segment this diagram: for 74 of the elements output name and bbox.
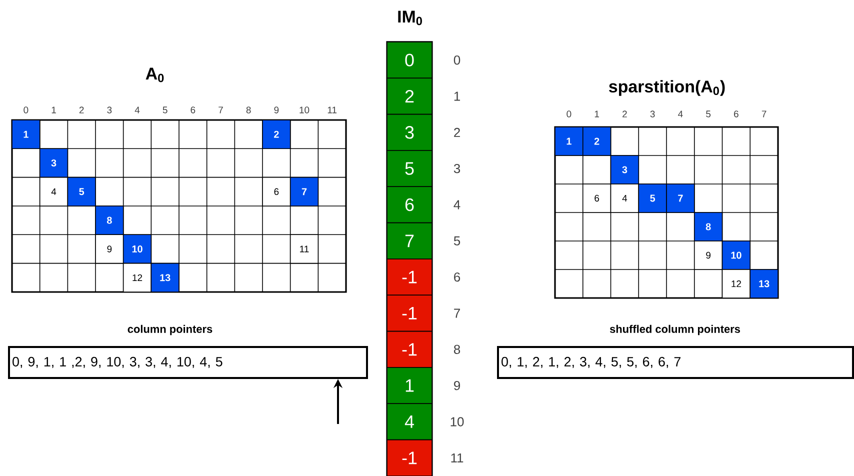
- index-label: 2: [454, 128, 460, 137]
- matrix-cell: 10: [122, 234, 152, 264]
- column-index: 2: [622, 110, 627, 118]
- matrix-cell: 2: [582, 126, 612, 156]
- column-index: 4: [134, 106, 140, 114]
- array-cell: 7: [386, 222, 432, 260]
- index-label: 3: [454, 164, 460, 174]
- index-label: 4: [454, 200, 460, 210]
- index-label: 10: [450, 417, 464, 426]
- matrix-cell: 12: [122, 262, 152, 292]
- section-heading: column pointers: [128, 324, 212, 336]
- matrix-cell: 2: [262, 120, 291, 150]
- column-index: 3: [107, 106, 112, 114]
- array-cell: 3: [386, 114, 432, 151]
- array-cell: 2: [386, 78, 432, 115]
- column-index: 5: [162, 106, 168, 114]
- array-cell: 6: [386, 186, 432, 224]
- matrix-title: sparstition(A$_{0}$): [609, 80, 725, 96]
- index-label: 7: [454, 308, 460, 318]
- index-label: 11: [451, 453, 464, 462]
- matrix-cell: 8: [95, 206, 124, 236]
- matrix-cell: 11: [290, 234, 319, 264]
- index-label: 0: [454, 55, 460, 65]
- column-index: 5: [706, 110, 711, 118]
- array-cell: -1: [386, 330, 432, 368]
- index-label: 5: [454, 236, 460, 246]
- section-heading: shuffled column pointers: [610, 324, 740, 336]
- column-index: 2: [79, 106, 84, 114]
- matrix-cell: 6: [582, 184, 612, 213]
- matrix-cell: 4: [39, 176, 68, 206]
- matrix-cell: 7: [290, 176, 319, 206]
- column-index: 6: [190, 106, 196, 114]
- matrix-cell: 12: [722, 269, 751, 298]
- matrix-cell: 5: [638, 184, 667, 213]
- matrix-cell: 7: [666, 184, 695, 213]
- index-label: 6: [454, 272, 460, 282]
- array-cell: 5: [386, 150, 432, 188]
- matrix-cell: 9: [694, 240, 723, 270]
- index-label: 9: [454, 380, 460, 390]
- matrix-cell: 13: [750, 269, 778, 298]
- array-cell: -1: [386, 439, 432, 476]
- column-index: 11: [328, 106, 337, 114]
- matrix-cell: 8: [694, 212, 723, 242]
- array-cell: 0: [386, 42, 432, 79]
- array-box: 0, 1, 2, 1, 2, 3, 4, 5, 5, 6, 6, 7: [497, 346, 854, 379]
- column-index: 10: [300, 106, 310, 114]
- array-cell: 1: [386, 367, 432, 404]
- array-cell: -1: [386, 294, 432, 332]
- column-index: 7: [762, 110, 766, 118]
- column-index: 0: [566, 110, 572, 118]
- column-index: 4: [678, 110, 683, 118]
- matrix-title: IM$_{0}$: [398, 10, 422, 26]
- index-label: 8: [454, 344, 460, 354]
- array-cell: -1: [386, 258, 432, 296]
- column-index: 8: [246, 106, 251, 114]
- index-label: 1: [454, 92, 460, 101]
- matrix-cell: 13: [150, 262, 180, 292]
- column-index: 7: [218, 106, 223, 114]
- column-index: 1: [52, 106, 56, 114]
- matrix-cell: 6: [262, 176, 291, 206]
- matrix-cell: 1: [554, 126, 584, 156]
- column-index: 6: [734, 110, 738, 118]
- matrix-cell: 3: [39, 148, 68, 178]
- matrix-cell: 3: [610, 155, 640, 184]
- matrix-title: A$_{0}$: [146, 68, 164, 82]
- column-index: 3: [650, 110, 655, 118]
- column-index: 1: [594, 110, 599, 118]
- array-box: 0, 9, 1, 1 ,2, 9, 10, 3, 3, 4, 10, 4, 5: [8, 346, 368, 379]
- matrix-cell: 1: [12, 120, 40, 150]
- matrix-cell: 9: [95, 234, 124, 264]
- matrix-cell: 5: [67, 176, 96, 206]
- array-cell: 4: [386, 403, 432, 440]
- matrix-cell: 10: [722, 240, 751, 270]
- matrix-cell: 4: [610, 184, 640, 213]
